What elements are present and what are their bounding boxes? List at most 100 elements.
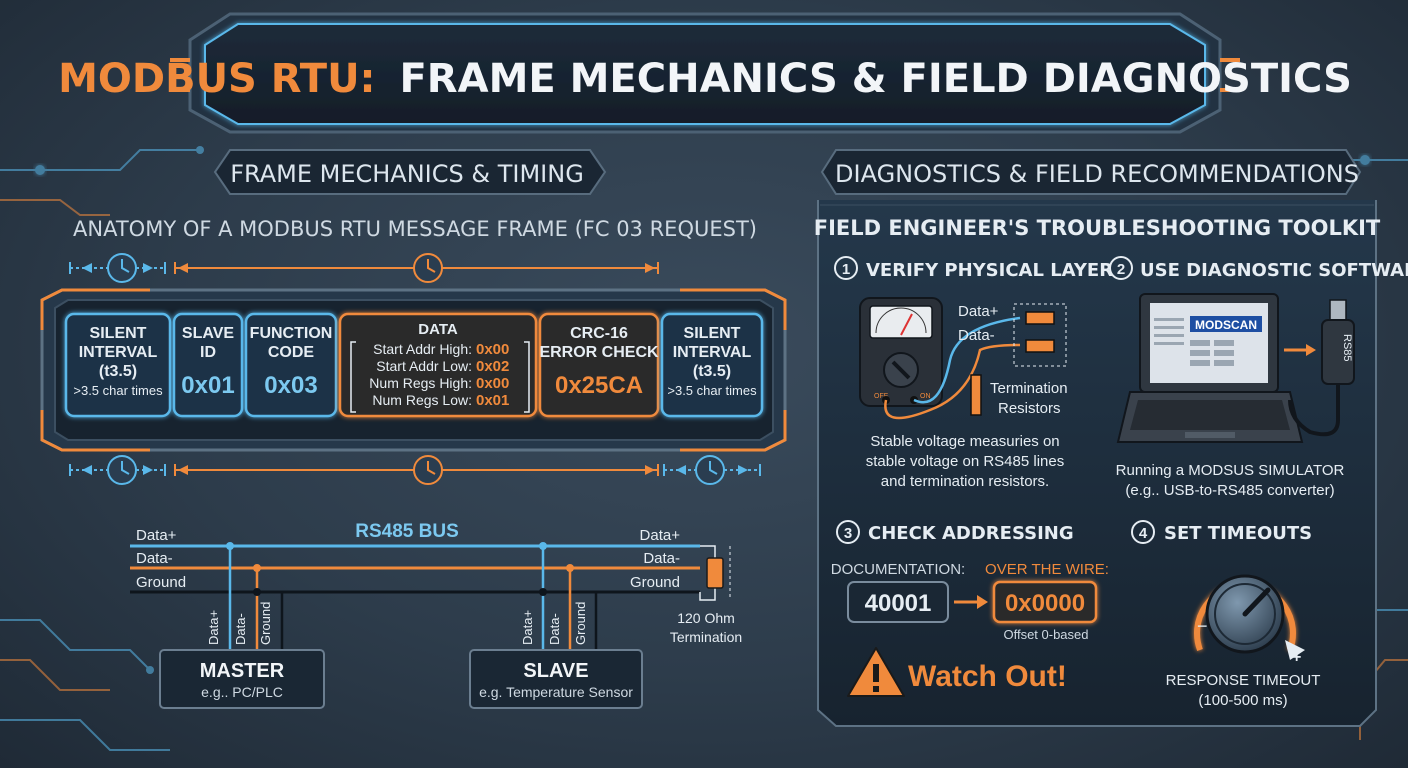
svg-text:Start Addr Low:: Start Addr Low:	[376, 358, 472, 374]
title-main: FRAME MECHANICS & FIELD DIAGNOSTICS	[399, 56, 1351, 102]
svg-text:SLAVE: SLAVE	[182, 325, 234, 342]
svg-text:VERIFY PHYSICAL LAYER: VERIFY PHYSICAL LAYER	[866, 260, 1113, 281]
field-data: DATA Start Addr High: 0x00 Start Addr Lo…	[338, 312, 538, 418]
svg-text:Ground: Ground	[573, 602, 588, 645]
svg-text:1: 1	[842, 261, 850, 278]
svg-text:e.g.. PC/PLC: e.g.. PC/PLC	[201, 684, 283, 700]
clock-icon	[413, 455, 443, 485]
right-heading-text: DIAGNOSTICS & FIELD RECOMMENDATIONS	[835, 160, 1359, 188]
left-heading-text: FRAME MECHANICS & TIMING	[230, 160, 584, 188]
svg-text:0x0000: 0x0000	[1005, 590, 1085, 617]
svg-text:Start Addr High:: Start Addr High:	[373, 341, 472, 357]
svg-text:CHECK ADDRESSING: CHECK ADDRESSING	[868, 523, 1074, 544]
field-function-code: FUNCTION CODE 0x03	[244, 312, 338, 418]
svg-text:ON: ON	[920, 393, 931, 400]
svg-text:Num Regs High:: Num Regs High:	[369, 375, 472, 391]
doc-address-box: 40001	[847, 581, 949, 623]
svg-text:+: +	[1292, 649, 1301, 666]
svg-text:120 Ohm: 120 Ohm	[677, 610, 735, 626]
clock-icon	[107, 253, 137, 283]
svg-text:Data+: Data+	[206, 610, 221, 645]
svg-text:e.g. Temperature Sensor: e.g. Temperature Sensor	[479, 684, 633, 700]
svg-text:stable voltage on RS485 lines: stable voltage on RS485 lines	[866, 453, 1064, 470]
svg-text:0x02: 0x02	[476, 358, 509, 375]
frame-title: ANATOMY OF A MODBUS RTU MESSAGE FRAME (F…	[73, 217, 757, 241]
bus-title: RS485 BUS	[355, 521, 459, 542]
step-4: 4 SET TIMEOUTS − + RESPONSE TIMEOUT (100…	[1131, 520, 1321, 709]
svg-text:RS85: RS85	[1341, 334, 1353, 362]
svg-text:and termination resistors.: and termination resistors.	[881, 473, 1049, 490]
svg-text:Data-: Data-	[136, 550, 173, 567]
field-silent-end: SILENT INTERVAL (t3.5) >3.5 char times	[660, 312, 764, 418]
rs485-bus: RS485 BUS Data+ Data- Ground Data+ Data-…	[130, 521, 742, 709]
master-drops: Data+ Data- Ground	[206, 542, 284, 650]
svg-text:0x25CA: 0x25CA	[555, 372, 643, 399]
svg-text:Data+: Data+	[640, 527, 681, 544]
svg-text:4: 4	[1139, 525, 1148, 542]
svg-text:SLAVE: SLAVE	[523, 660, 588, 682]
svg-text:(t3.5): (t3.5)	[99, 363, 137, 380]
wire-address-box: 0x0000	[992, 580, 1098, 624]
svg-text:INTERVAL: INTERVAL	[673, 344, 752, 361]
svg-text:−: −	[1197, 616, 1208, 636]
svg-text:SET TIMEOUTS: SET TIMEOUTS	[1164, 523, 1312, 544]
svg-text:Offset 0-based: Offset 0-based	[1003, 627, 1088, 642]
toolkit-title: FIELD ENGINEER'S TROUBLESHOOTING TOOLKIT	[814, 216, 1381, 240]
svg-text:0x01: 0x01	[181, 372, 234, 399]
svg-text:Termination: Termination	[990, 380, 1068, 397]
svg-text:Running a MODSUS SIMULATOR: Running a MODSUS SIMULATOR	[1116, 462, 1345, 479]
svg-text:CODE: CODE	[268, 344, 315, 361]
termination-resistor: 120 Ohm Termination	[670, 545, 742, 645]
svg-text:ERROR CHECK: ERROR CHECK	[539, 344, 659, 361]
svg-text:Num Regs Low:: Num Regs Low:	[372, 392, 472, 408]
field-silent-start: SILENT INTERVAL (t3.5) >3.5 char times	[64, 312, 172, 418]
slave-node: SLAVE e.g. Temperature Sensor	[469, 649, 643, 709]
title-banner: MODBUS RTU: FRAME MECHANICS & FIELD DIAG…	[58, 12, 1352, 134]
svg-text:INTERVAL: INTERVAL	[79, 344, 158, 361]
svg-text:CRC-16: CRC-16	[570, 325, 628, 342]
svg-text:40001: 40001	[865, 590, 932, 617]
svg-text:RESPONSE TIMEOUT: RESPONSE TIMEOUT	[1166, 672, 1321, 689]
svg-text:3: 3	[844, 525, 852, 542]
svg-text:Termination: Termination	[670, 629, 742, 645]
svg-text:Data+: Data+	[958, 303, 999, 320]
svg-text:Data-: Data-	[958, 327, 995, 344]
step-1: 1 VERIFY PHYSICAL LAYER OFF ON Data+ Dat…	[834, 256, 1113, 490]
svg-text:MASTER: MASTER	[200, 660, 285, 682]
field-slave-id: SLAVE ID 0x01	[172, 312, 244, 418]
multimeter-icon: OFF ON	[859, 297, 943, 407]
warning-text: Watch Out!	[908, 660, 1067, 693]
timeout-knob: − +	[1194, 574, 1305, 666]
clock-icon	[413, 253, 443, 283]
svg-text:ID: ID	[200, 344, 216, 361]
svg-text:0x01: 0x01	[476, 392, 509, 409]
svg-text:(t3.5): (t3.5)	[693, 363, 731, 380]
svg-text:USE DIAGNOSTIC SOFTWARE: USE DIAGNOSTIC SOFTWARE	[1140, 260, 1408, 281]
title-accent: MODBUS RTU:	[58, 56, 375, 102]
resistor-icon	[970, 303, 1067, 416]
svg-text:>3.5 char times: >3.5 char times	[73, 383, 163, 398]
svg-text:MODSCAN: MODSCAN	[1195, 318, 1257, 332]
svg-text:Resistors: Resistors	[998, 400, 1061, 417]
laptop-icon: MODSCAN	[1116, 293, 1304, 443]
step-3: 3 CHECK ADDRESSING DOCUMENTATION: OVER T…	[831, 520, 1109, 697]
svg-text:Data-: Data-	[233, 613, 248, 645]
svg-text:SILENT: SILENT	[90, 325, 147, 342]
svg-text:OFF: OFF	[874, 393, 888, 400]
timing-top	[69, 262, 659, 274]
svg-text:FUNCTION: FUNCTION	[250, 325, 333, 342]
svg-text:SILENT: SILENT	[684, 325, 741, 342]
svg-text:Stable voltage measuries on: Stable voltage measuries on	[870, 433, 1059, 450]
svg-text:Data+: Data+	[136, 527, 177, 544]
svg-text:2: 2	[1117, 261, 1125, 278]
svg-text:Ground: Ground	[630, 574, 680, 591]
svg-text:(100-500 ms): (100-500 ms)	[1198, 692, 1287, 709]
svg-text:DATA: DATA	[418, 321, 458, 338]
clock-icon	[695, 455, 725, 485]
svg-text:Data+: Data+	[520, 610, 535, 645]
svg-text:Data-: Data-	[643, 550, 680, 567]
svg-text:Ground: Ground	[136, 574, 186, 591]
slave-drops: Data+ Data- Ground	[520, 542, 598, 650]
left-heading: FRAME MECHANICS & TIMING	[213, 149, 607, 195]
